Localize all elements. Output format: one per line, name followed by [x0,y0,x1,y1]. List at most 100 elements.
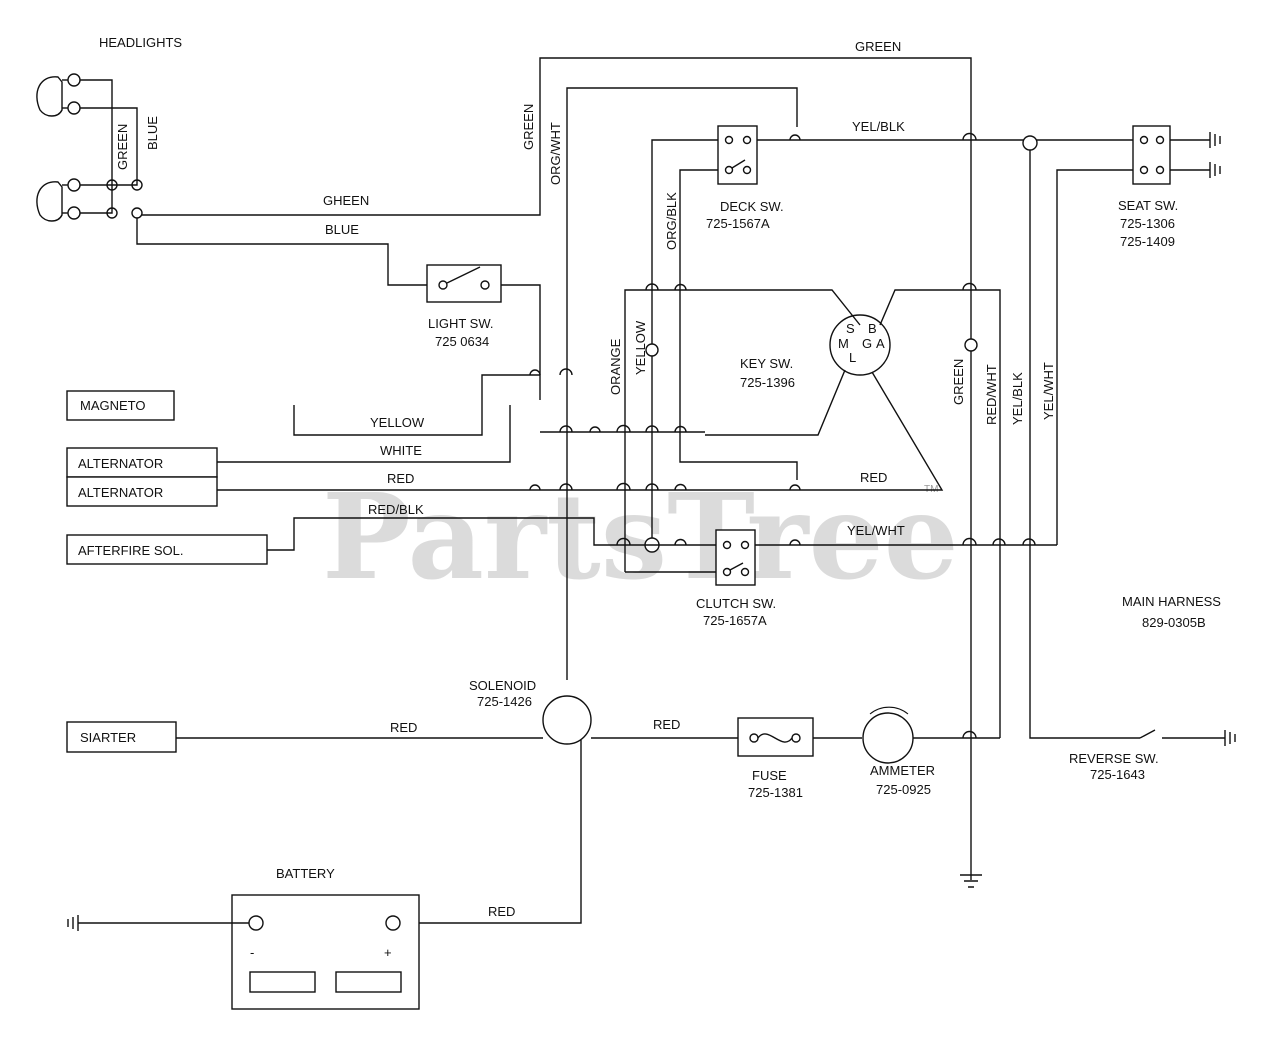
key-pin-a: A [876,336,885,351]
wire-green-headlight-label: GREEN [115,124,130,170]
wire-red-battery-label: RED [488,904,515,919]
fuse-pn: 725-1381 [748,785,803,800]
solenoid-pn: 725-1426 [477,694,532,709]
wire-yellow-label: YELLOW [370,415,425,430]
alternator-box-2 [66,476,218,507]
reverse-switch-pn: 725-1643 [1090,767,1145,782]
wire-crossovers [529,132,1036,739]
deck-switch-icon [717,125,758,185]
wire-light-switch-out [501,284,541,400]
wire-key-left [705,369,846,436]
magneto-label: MAGNETO [80,398,146,413]
wire-red-fuse-label: RED [653,717,680,732]
deck-switch-label: DECK SW. [720,199,784,214]
key-switch-label: KEY SW. [740,356,793,371]
key-pin-l: L [849,350,856,365]
wire-reverse [1139,729,1225,739]
wire-yel-blk-vertical [1029,150,1140,739]
wire-deck-bottom [679,169,798,480]
key-switch-pn: 725-1396 [740,375,795,390]
ground-icon [67,915,79,931]
main-harness-pn: 829-0305B [1142,615,1206,630]
headlight-wiring [80,79,143,219]
key-pin-g: G [862,336,872,351]
deck-switch-pn: 725-1567A [706,216,770,231]
ground-icon [960,874,982,888]
headlights-label: HEADLIGHTS [99,35,182,50]
solenoid-icon [542,695,592,745]
wire-blue [136,218,428,286]
wire-red-blk-label: RED/BLK [368,502,424,517]
wire-white [217,405,511,463]
light-switch-icon [426,264,502,303]
ground-icon [1170,132,1221,178]
wire-yellow [293,374,540,436]
ammeter-label: AMMETER [870,763,935,778]
splice-icon [1022,135,1038,151]
wire-key-right [879,289,1001,738]
light-switch-label: LIGHT SW. [428,316,494,331]
wire-key-red [800,371,944,491]
wire-white-label: WHITE [380,443,422,458]
wire-red-alternator-label: RED [387,471,414,486]
seat-switch-pn-2: 725-1409 [1120,234,1175,249]
wire-yel-blk-vertical-label: YEL/BLK [1010,372,1025,425]
wire-red-starter-label: RED [390,720,417,735]
wire-yel-blk-label: YEL/BLK [852,119,905,134]
wire-yel-wht-vertical-label: YEL/WHT [1041,362,1056,420]
seat-switch-icon [1132,125,1171,185]
light-switch-pn: 725 0634 [435,334,489,349]
splice-icon [645,343,659,357]
wire-green-headlight [142,57,972,880]
fuse-icon [737,717,814,757]
wire-org-wht [566,87,798,680]
wire-red-blk [267,517,1057,551]
afterfire-box [66,534,268,565]
afterfire-label: AFTERFIRE SOL. [78,543,183,558]
seat-switch-pn-1: 725-1306 [1120,216,1175,231]
wire-deck-to-org-blk [651,139,718,545]
wire-green-right-label: GREEN [951,359,966,405]
clutch-switch-label: CLUTCH SW. [696,596,776,611]
splice-icon [964,338,978,352]
wire-org-blk-label: ORG/BLK [664,192,679,250]
clutch-switch-pn: 725-1657A [703,613,767,628]
wire-seat-bottom [1056,169,1133,545]
starter-label: SIARTER [80,730,136,745]
wire-yel-wht-label: YEL/WHT [847,523,905,538]
wire-gheen-label: GHEEN [323,193,369,208]
reverse-switch-label: REVERSE SW. [1069,751,1159,766]
key-pin-m: M [838,336,849,351]
solenoid-label: SOLENOID [469,678,536,693]
wire-red-battery [400,740,582,924]
fuse-label: FUSE [752,768,787,783]
wire-key-frame [624,289,861,572]
wire-blue-headlight-label: BLUE [145,116,160,150]
magneto-box [66,390,175,421]
headlight-bottom-icon [36,178,81,222]
ground-icon [1224,730,1236,746]
clutch-switch-icon [715,529,756,586]
alternator-label-2: ALTERNATOR [78,485,163,500]
alternator-label-1: ALTERNATOR [78,456,163,471]
wire-blue-label: BLUE [325,222,359,237]
wire-red-wht-label: RED/WHT [984,364,999,425]
battery-label: BATTERY [276,866,335,881]
wire-green-top-label: GREEN [855,39,901,54]
wire-org-wht-label: ORG/WHT [548,122,563,185]
headlight-top-icon [36,73,81,117]
seat-switch-label: SEAT SW. [1118,198,1178,213]
battery-plus-label: + [384,945,392,960]
key-switch-icon: S B M G A L [829,314,891,376]
ammeter-icon [862,706,914,764]
wire-yellow-vertical-label: YELLOW [633,320,648,375]
wire-green-vertical-label: GREEN [521,104,536,150]
battery-icon [231,894,420,1010]
wire-orange-label: ORANGE [608,338,623,395]
starter-box [66,721,177,753]
key-pin-s: S [846,321,855,336]
main-harness-label: MAIN HARNESS [1122,594,1221,609]
wire-red-key-label: RED [860,470,887,485]
battery-minus-label: - [250,945,254,960]
